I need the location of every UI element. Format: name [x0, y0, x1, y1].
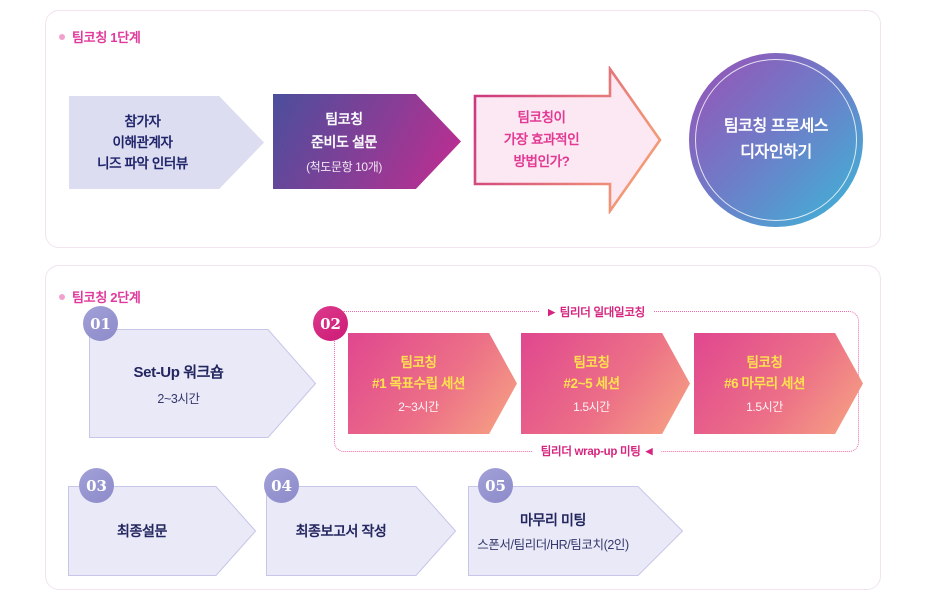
readiness-survey-arrow: 팀코칭 준비도 설문 (척도문항 10개) — [273, 94, 461, 189]
session-2-duration: 1.5시간 — [573, 400, 610, 414]
final-report-arrow: 최종보고서 작성 — [266, 486, 456, 576]
stage1-header: 팀코칭 1단계 — [59, 27, 141, 46]
stage1-panel: 팀코칭 1단계 참가자 이해관계자 니즈 파악 인터뷰 팀코칭 준비도 설문 (… — [45, 10, 881, 248]
circle-line2: 디자인하기 — [740, 144, 812, 161]
stage2-header: 팀코칭 2단계 — [59, 287, 141, 306]
survey-sub: (척도문항 10개) — [306, 160, 382, 174]
session-1-title-line1: 팀코칭 — [400, 355, 437, 370]
step-03-badge: 03 — [79, 468, 114, 503]
pentagon-arrow-shape — [89, 329, 316, 438]
step-01-badge: 01 — [83, 306, 118, 341]
step-04-number: 04 — [271, 476, 292, 495]
arrow-right-icon: ▶ — [548, 306, 555, 317]
interview-line2: 이해관계자 — [112, 135, 173, 150]
arrow-left-icon: ◀ — [645, 445, 653, 456]
session-3-title-line2: #6 마무리 세션 — [723, 376, 806, 391]
final-report-title: 최종보고서 작성 — [295, 523, 387, 539]
wrap-up-meeting-label: 팀리더 wrap-up 미팅 ◀ — [531, 443, 662, 459]
interview-line3: 니즈 파악 인터뷰 — [97, 156, 188, 171]
stage2-header-label: 팀코칭 2단계 — [72, 290, 141, 305]
step-02-number: 02 — [320, 314, 341, 333]
session-3-arrow: 팀코칭 #6 마무리 세션 1.5시간 — [694, 333, 863, 434]
step-05-badge: 05 — [478, 468, 513, 503]
effectiveness-question-arrow: 팀코칭이 가장 효과적인 방법인가? — [473, 66, 663, 214]
stage2-panel: 팀코칭 2단계 01 Set-Up 워크숍 2~3시간 02 ▶ 팀리더 일대일… — [45, 265, 881, 590]
step-04-badge: 04 — [264, 468, 299, 503]
one-on-one-coaching-box: ▶ 팀리더 일대일코칭 팀리더 wrap-up 미팅 ◀ — [334, 304, 859, 459]
setup-title: Set-Up 워크숍 — [133, 363, 224, 381]
step-02-badge: 02 — [313, 306, 348, 341]
question-line2: 가장 효과적인 — [503, 132, 580, 147]
block-arrow-shape — [473, 66, 662, 214]
pentagon-arrow-shape — [468, 486, 683, 576]
session-1-duration: 2~3시간 — [398, 400, 439, 414]
wrap-up-meeting-text: 팀리더 wrap-up 미팅 — [540, 446, 641, 458]
question-line3: 방법인가? — [513, 154, 570, 169]
wrapup-meeting-arrow: 마무리 미팅 스폰서/팀리더/HR/팀코치(2인) — [468, 486, 683, 576]
survey-line2: 준비도 설문 — [311, 134, 377, 150]
step-03-number: 03 — [86, 476, 107, 495]
final-survey-title: 최종설문 — [117, 523, 167, 539]
setup-workshop-arrow: Set-Up 워크숍 2~3시간 — [89, 329, 316, 438]
pentagon-arrow-shape — [266, 486, 456, 576]
interview-line1: 참가자 — [124, 114, 161, 129]
setup-sub: 2~3시간 — [157, 391, 200, 406]
one-on-one-coaching-text: 팀리더 일대일코칭 — [559, 307, 645, 319]
session-2-title-line2: #2~5 세션 — [563, 376, 620, 391]
process-design-circle: 팀코칭 프로세스 디자인하기 — [689, 53, 863, 227]
question-line1: 팀코칭이 — [517, 110, 566, 125]
one-on-one-coaching-label: ▶ 팀리더 일대일코칭 — [539, 304, 654, 320]
interview-arrow: 참가자 이해관계자 니즈 파악 인터뷰 — [69, 96, 264, 189]
session-3-title-line1: 팀코칭 — [746, 355, 783, 370]
session-2-arrow: 팀코칭 #2~5 세션 1.5시간 — [521, 333, 690, 434]
bullet-icon — [59, 293, 65, 300]
survey-line1: 팀코칭 — [325, 111, 363, 127]
final-survey-arrow: 최종설문 — [68, 486, 256, 576]
stage1-header-label: 팀코칭 1단계 — [72, 30, 141, 45]
step-01-number: 01 — [90, 314, 111, 333]
session-3-duration: 1.5시간 — [746, 400, 783, 414]
pentagon-arrow-shape — [68, 486, 256, 576]
session-2-title-line1: 팀코칭 — [573, 355, 610, 370]
wrapup-meeting-sub: 스폰서/팀리더/HR/팀코치(2인) — [477, 537, 629, 552]
bullet-icon — [59, 33, 65, 40]
step-05-number: 05 — [485, 476, 506, 495]
circle-line1: 팀코칭 프로세스 — [723, 118, 829, 135]
session-1-title-line2: #1 목표수립 세션 — [371, 376, 466, 391]
wrapup-meeting-title: 마무리 미팅 — [520, 511, 586, 528]
session-1-arrow: 팀코칭 #1 목표수립 세션 2~3시간 — [348, 333, 517, 434]
